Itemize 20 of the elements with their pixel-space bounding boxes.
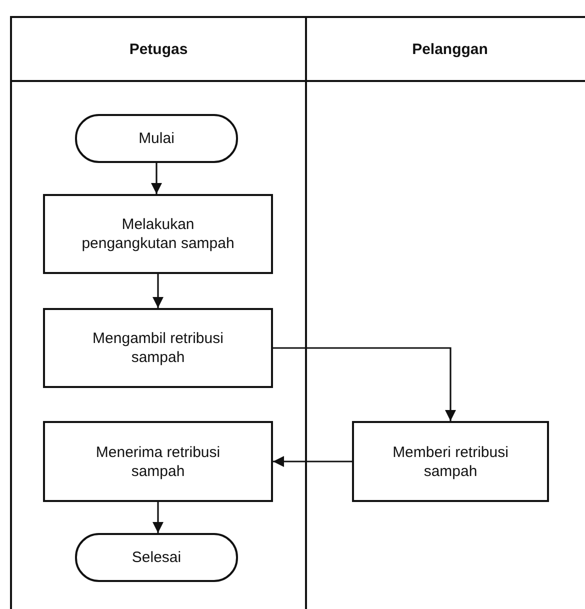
process-box — [43, 194, 273, 274]
process-box — [352, 421, 549, 502]
node-label: Mulai — [138, 129, 174, 148]
process-box — [43, 308, 273, 388]
lane-heading: Petugas — [12, 18, 305, 82]
node-label: Melakukan pengangkutan sampah — [80, 215, 236, 253]
lane-heading: Pelanggan — [307, 18, 585, 82]
arrow — [273, 347, 456, 421]
terminator-shape — [75, 114, 238, 163]
node-label: Memberi retribusi sampah — [392, 442, 510, 480]
arrow — [152, 502, 164, 533]
arrow — [273, 456, 352, 467]
node-label: Menerima retribusi sampah — [94, 442, 222, 480]
node-label: Mengambil retribusi sampah — [92, 329, 224, 367]
terminator-shape — [75, 533, 238, 582]
swimlane — [10, 16, 307, 609]
node-label: Selesai — [132, 548, 182, 567]
arrow — [151, 163, 162, 194]
arrow — [152, 274, 164, 308]
process-box — [43, 421, 273, 502]
